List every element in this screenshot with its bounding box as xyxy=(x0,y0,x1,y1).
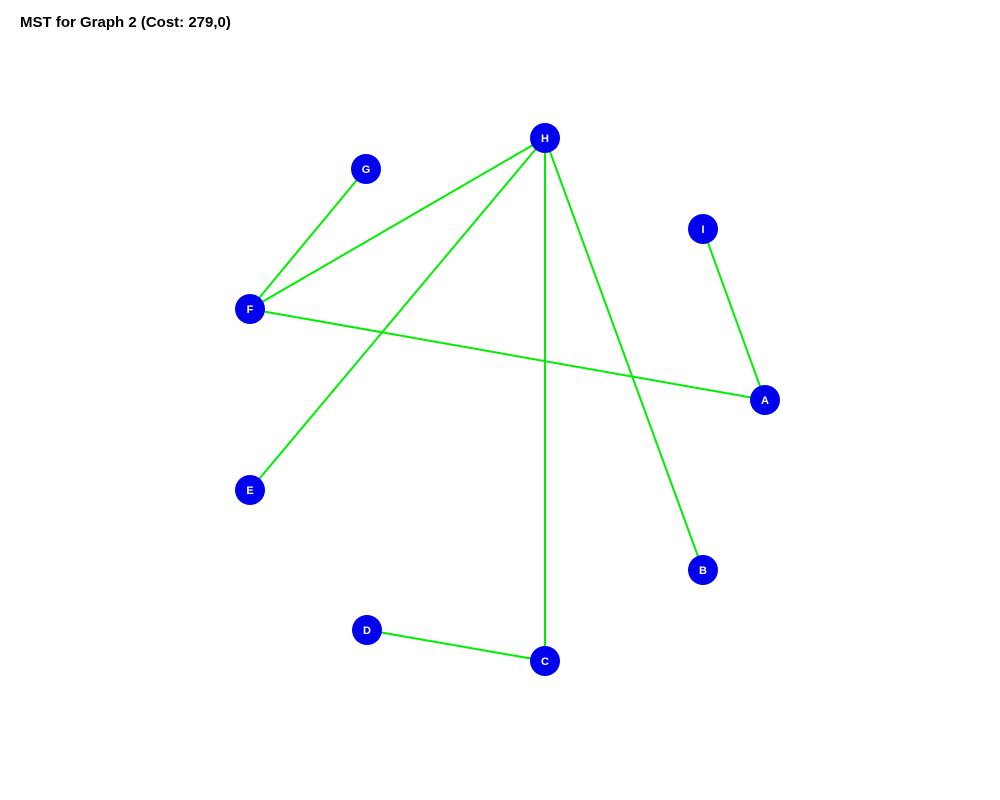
node-f: F xyxy=(235,294,265,324)
edge-h-f xyxy=(249,137,546,310)
node-a: A xyxy=(750,385,780,415)
node-label: D xyxy=(363,625,371,637)
node-circle xyxy=(352,615,382,645)
edge-d-c xyxy=(366,629,546,662)
node-b: B xyxy=(688,555,718,585)
node-circle xyxy=(688,555,718,585)
node-circle xyxy=(750,385,780,415)
node-circle xyxy=(530,123,560,153)
nodes-layer: A B C D E F G H I xyxy=(235,123,780,676)
node-d: D xyxy=(352,615,382,645)
node-label: E xyxy=(246,485,253,497)
edge-h-b xyxy=(544,137,704,571)
node-circle xyxy=(688,214,718,244)
node-i: I xyxy=(688,214,718,244)
node-label: F xyxy=(247,304,254,316)
node-label: H xyxy=(541,133,549,145)
diagram-title: MST for Graph 2 (Cost: 279,0) xyxy=(20,14,231,31)
edge-g-f xyxy=(249,168,367,310)
node-label: G xyxy=(362,164,371,176)
edge-f-a xyxy=(249,308,766,401)
node-g: G xyxy=(351,154,381,184)
edges-layer xyxy=(249,137,766,662)
node-h: H xyxy=(530,123,560,153)
node-c: C xyxy=(530,646,560,676)
edge-i-a xyxy=(702,228,766,401)
node-circle xyxy=(530,646,560,676)
node-label: C xyxy=(541,656,549,668)
node-e: E xyxy=(235,475,265,505)
node-label: A xyxy=(761,395,769,407)
node-circle xyxy=(235,475,265,505)
node-label: I xyxy=(701,224,704,236)
node-label: B xyxy=(699,565,707,577)
node-circle xyxy=(235,294,265,324)
edge-h-e xyxy=(249,137,546,491)
node-circle xyxy=(351,154,381,184)
